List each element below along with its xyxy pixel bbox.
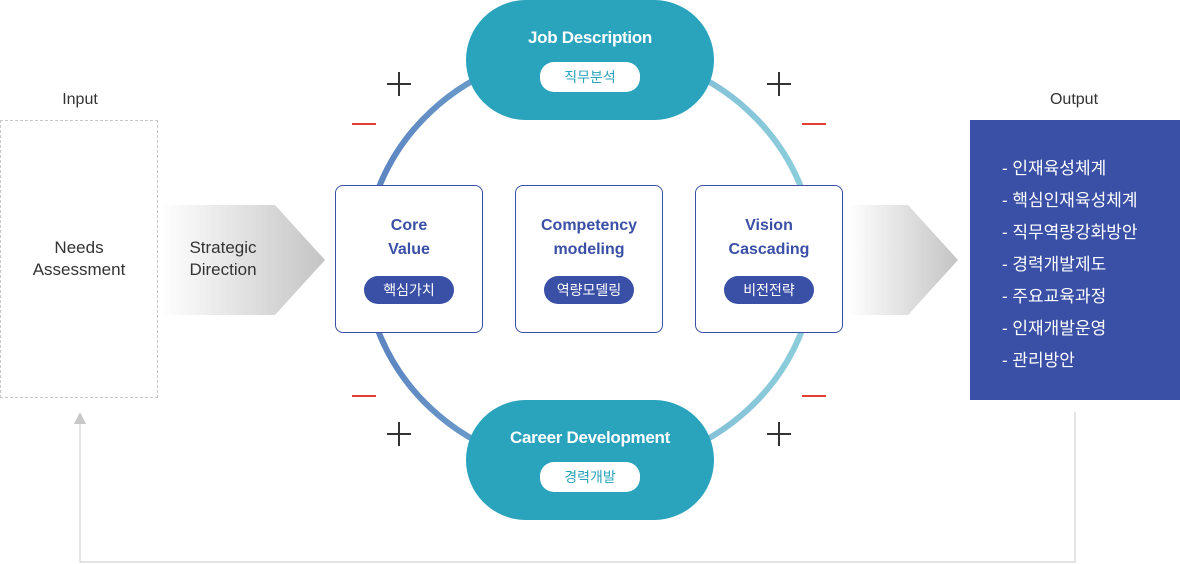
plus-sign-bottom-left [387, 422, 411, 446]
plus-sign-top-left [387, 72, 411, 96]
competency-modeling-card: Competency modeling 역량모델링 [515, 185, 663, 333]
vision-cascading-title: Vision Cascading [728, 217, 810, 258]
plus-sign-bottom-right [767, 422, 791, 446]
core-value-tag: 핵심가치 [364, 276, 454, 304]
career-development-pill: Career Development 경력개발 [466, 400, 714, 520]
output-item: - 경력개발제도 [1002, 255, 1107, 274]
output-item: - 인재개발운영 [1002, 319, 1107, 338]
vision-cascading-card: Vision Cascading 비전전략 [695, 185, 843, 333]
core-value-card: Core Value 핵심가치 [335, 185, 483, 333]
career-development-tag: 경력개발 [540, 462, 640, 492]
feedback-loop-arrowhead [74, 412, 86, 424]
output-label: Output [1049, 91, 1099, 108]
job-description-tag: 직무분석 [540, 62, 640, 92]
core-value-title: Core Value [388, 217, 430, 258]
needs-assessment-text: Needs Assessment [32, 238, 126, 279]
feedback-loop-line [79, 412, 1076, 563]
strategic-arrow [160, 205, 325, 315]
output-item: - 인재육성체계 [1002, 159, 1107, 178]
input-label: Input [62, 91, 98, 108]
plus-sign-top-right [767, 72, 791, 96]
output-box: - 인재육성체계 - 핵심인재육성체계 - 직무역량강화방안 - 경력개발제도 … [970, 120, 1180, 400]
output-item: - 핵심인재육성체계 [1002, 191, 1138, 210]
output-item: - 관리방안 [1002, 351, 1075, 370]
competency-modeling-tag: 역량모델링 [544, 276, 634, 304]
output-item: - 직무역량강화방안 [1002, 223, 1138, 242]
vision-cascading-tag: 비전전략 [724, 276, 814, 304]
career-development-title: Career Development [510, 428, 670, 447]
output-arrow [848, 205, 958, 315]
needs-assessment-box: Needs Assessment [0, 120, 158, 398]
output-item: - 주요교육과정 [1002, 287, 1107, 306]
competency-modeling-title: Competency modeling [540, 217, 638, 258]
strategic-direction-text: Strategic Direction [189, 238, 257, 279]
job-description-pill: Job Description 직무분석 [466, 0, 714, 120]
job-description-title: Job Description [528, 28, 652, 47]
output-list: - 인재육성체계 - 핵심인재육성체계 - 직무역량강화방안 - 경력개발제도 … [970, 120, 1180, 377]
